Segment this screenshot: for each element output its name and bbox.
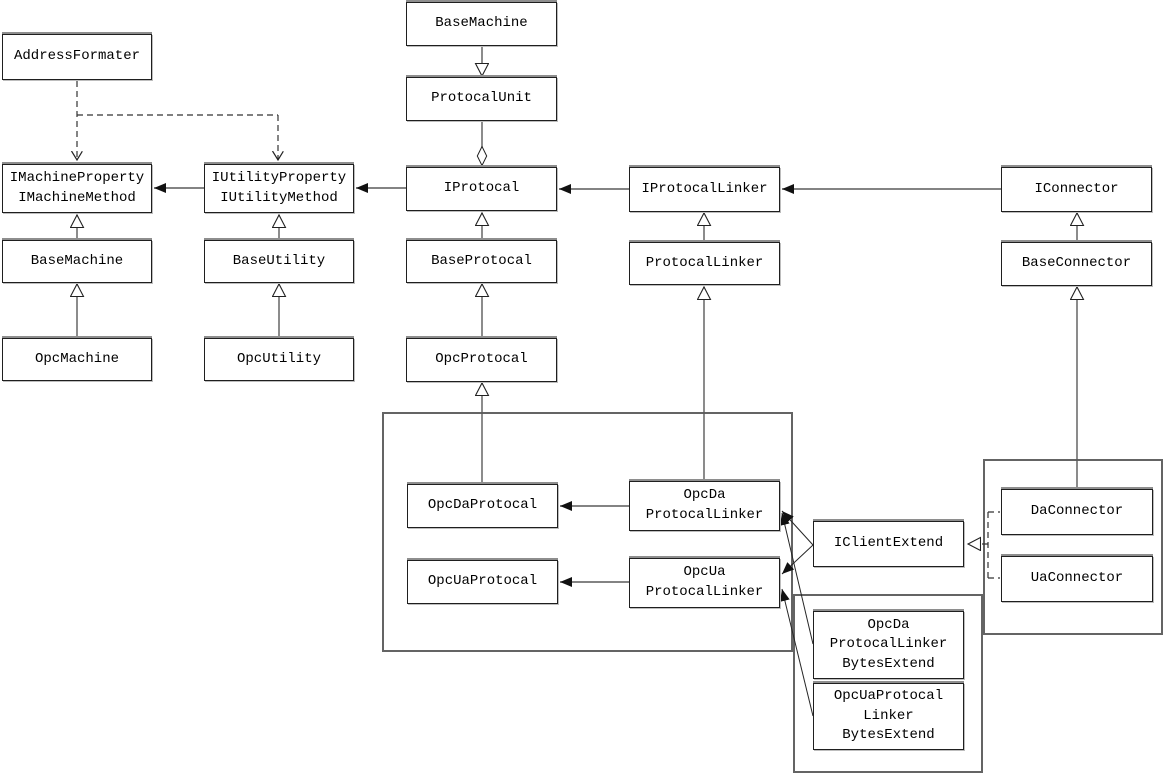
class-box-opcprotocal: OpcProtocal <box>406 338 557 382</box>
class-box-iclientextend: IClientExtend <box>813 521 964 567</box>
class-name: ProtocalLinker <box>645 507 764 523</box>
class-name: OpcMachine <box>34 350 119 367</box>
class-name: OpcUaProtocal <box>833 688 944 705</box>
class-box-daconnector: DaConnector <box>1001 489 1153 535</box>
class-box-addressformater: AddressFormater <box>2 34 152 80</box>
class-box-basemachine-left: BaseMachine <box>2 240 152 283</box>
class-box-iutility: IUtilityProperty IUtilityMethod <box>204 164 354 213</box>
class-name: BytesExtend <box>842 727 935 744</box>
class-name: ProtocalUnit <box>431 90 532 107</box>
class-name: IProtocal <box>443 180 520 197</box>
class-box-opcua-protocallinker: OpcUa ProtocalLinker <box>629 558 780 608</box>
class-name: OpcDa <box>867 616 910 633</box>
class-name: IUtilityMethod <box>220 189 338 206</box>
class-name: OpcProtocal <box>435 351 528 368</box>
class-name: IMachineMethod <box>18 189 136 206</box>
class-name: DaConnector <box>1030 503 1124 520</box>
class-name: IConnector <box>1034 180 1119 197</box>
class-name: IUtilityProperty <box>211 169 347 186</box>
class-name: IProtocalLinker <box>641 180 768 197</box>
class-box-iconnector: IConnector <box>1001 167 1152 212</box>
class-name: AddressFormater <box>13 48 141 65</box>
group-connectors <box>983 459 1163 635</box>
class-box-opcda-protocallinker-bytesextend: OpcDa ProtocalLinker BytesExtend <box>813 611 964 679</box>
class-name: IClientExtend <box>833 535 944 552</box>
class-name: OpcUaProtocal <box>427 573 538 590</box>
class-box-opcutility: OpcUtility <box>204 338 354 381</box>
class-name: ProtocalLinker <box>829 636 948 653</box>
class-box-protocalunit: ProtocalUnit <box>406 77 557 121</box>
class-name: OpcUa <box>683 564 726 581</box>
class-name: ProtocalLinker <box>645 254 764 271</box>
class-box-iprotocal: IProtocal <box>406 167 557 211</box>
class-box-uaconnector: UaConnector <box>1001 556 1153 602</box>
class-name: Linker <box>863 707 914 724</box>
class-box-protocallinker: ProtocalLinker <box>629 242 780 285</box>
class-box-basemachine-top: BaseMachine <box>406 2 557 46</box>
class-box-imachine: IMachineProperty IMachineMethod <box>2 164 152 213</box>
class-box-iprotocallinker: IProtocalLinker <box>629 167 780 212</box>
class-name: OpcDaProtocal <box>427 497 538 514</box>
class-name: UaConnector <box>1030 570 1124 587</box>
class-name: BaseMachine <box>435 15 528 32</box>
class-name: IMachineProperty <box>9 169 145 186</box>
class-name: BaseConnector <box>1021 255 1132 272</box>
class-name: BytesExtend <box>842 655 935 672</box>
class-name: OpcDa <box>683 487 726 504</box>
class-name: BaseMachine <box>30 252 124 269</box>
group-protocol-implementations <box>382 412 793 652</box>
class-name: BaseProtocal <box>431 252 532 269</box>
class-name: BaseUtility <box>232 252 326 269</box>
class-name: ProtocalLinker <box>645 584 764 600</box>
class-name: OpcUtility <box>236 350 321 367</box>
class-box-opcuaprotocal-linker-bytesextend: OpcUaProtocal Linker BytesExtend <box>813 683 964 750</box>
class-box-opcmachine: OpcMachine <box>2 338 152 381</box>
class-box-baseconnector: BaseConnector <box>1001 242 1152 286</box>
class-box-opcda-protocallinker: OpcDa ProtocalLinker <box>629 481 780 531</box>
class-box-baseutility: BaseUtility <box>204 240 354 283</box>
class-box-opcuaprotocal: OpcUaProtocal <box>407 560 558 604</box>
class-box-baseprotocal: BaseProtocal <box>406 240 557 283</box>
class-box-opcdaprotocal: OpcDaProtocal <box>407 484 558 528</box>
